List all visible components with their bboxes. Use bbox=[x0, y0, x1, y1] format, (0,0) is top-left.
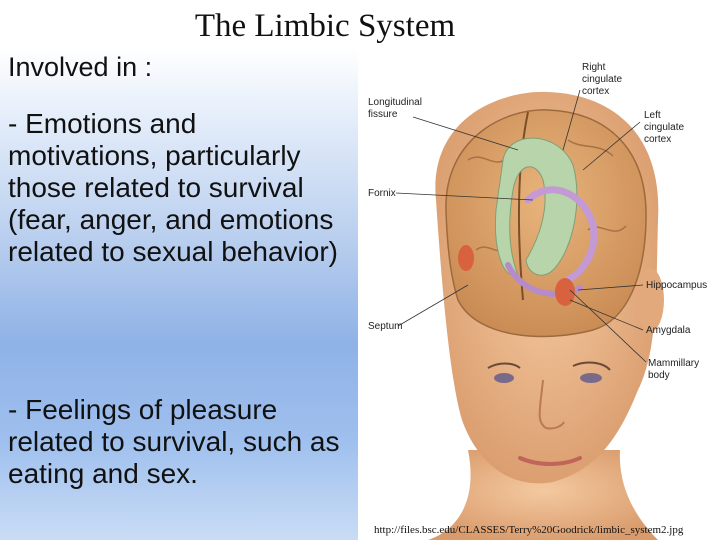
label-left-cingulate: Left cingulate cortex bbox=[644, 110, 687, 145]
bullet-pleasure: - Feelings of pleasure related to surviv… bbox=[8, 394, 353, 490]
slide-title: The Limbic System bbox=[0, 8, 650, 45]
label-septum: Septum bbox=[368, 321, 402, 332]
slide-subtitle: Involved in : bbox=[8, 52, 152, 83]
amygdala-left-shape bbox=[458, 245, 474, 271]
label-right-cingulate: Right cingulate cortex bbox=[582, 62, 625, 97]
label-longitudinal-fissure: Longitudinal fissure bbox=[368, 97, 425, 120]
label-hippocampus: Hippocampus bbox=[646, 280, 707, 291]
source-url: http://files.bsc.edu/CLASSES/Terry%20Goo… bbox=[374, 524, 683, 536]
ear-shape bbox=[636, 268, 664, 332]
label-mammillary-body: Mammillary body bbox=[648, 358, 702, 381]
label-fornix: Fornix bbox=[368, 188, 396, 199]
label-amygdala: Amygdala bbox=[646, 325, 691, 336]
left-eye bbox=[494, 373, 514, 383]
right-eye bbox=[580, 373, 602, 383]
bullet-emotions: - Emotions and motivations, particularly… bbox=[8, 108, 353, 268]
limbic-system-illustration: Right cingulate cortex Longitudinal fiss… bbox=[358, 50, 720, 540]
head-brain-drawing: Right cingulate cortex Longitudinal fiss… bbox=[358, 50, 720, 540]
